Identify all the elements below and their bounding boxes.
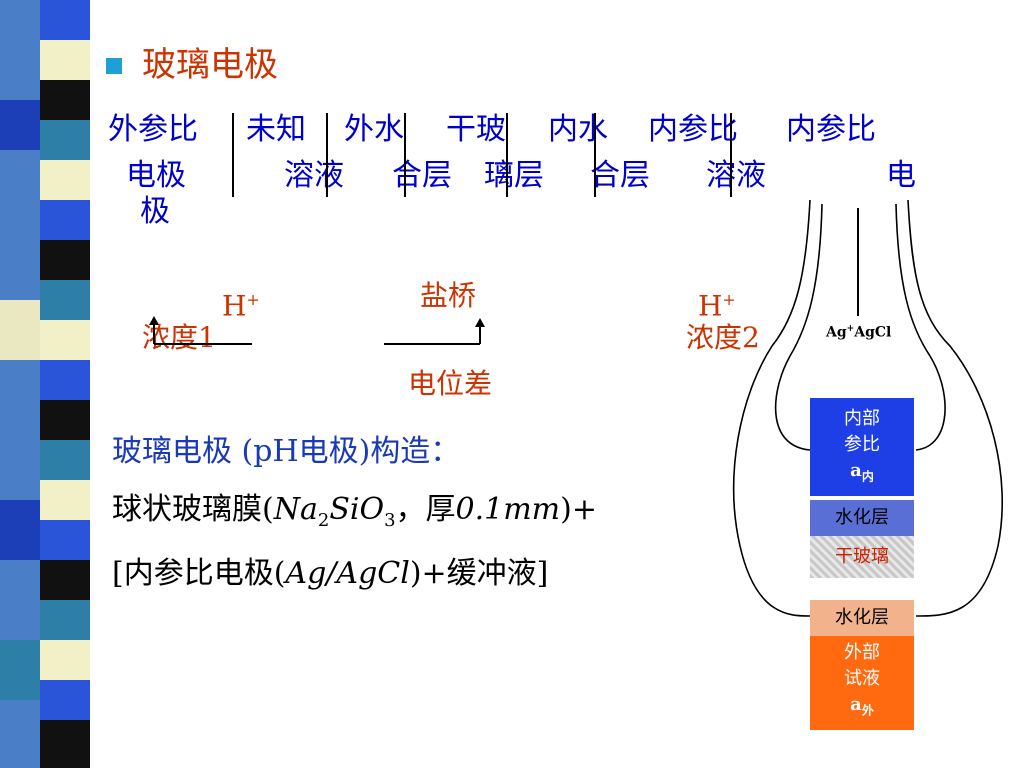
header-col3-line1: 外水 (344, 112, 404, 147)
column-divider (232, 113, 234, 197)
header-col3-line2: 合层 (392, 158, 452, 193)
title-bullet-icon (106, 58, 122, 74)
header-col6-line1: 内参比 (648, 112, 738, 147)
header-col1-line3: 极 (140, 194, 170, 229)
column-divider (594, 113, 596, 197)
header-col2-line2: 溶液 (284, 158, 344, 193)
inner-reference-solution-layer: 内部 参比 a内 (810, 398, 914, 496)
column-divider (730, 113, 732, 197)
header-col4-line1: 干玻 (446, 112, 506, 147)
header-col1-line2: 电极 (126, 158, 186, 193)
column-divider (404, 113, 406, 197)
header-col5-line2: 合层 (590, 158, 650, 193)
external-test-solution-layer: 外部 试液 a外 (810, 636, 914, 730)
column-divider (326, 113, 328, 197)
hydrated-layer-inner: 水化层 (810, 500, 914, 536)
column-divider (506, 113, 508, 197)
construction-heading: 玻璃电极 (pH电极)构造： (112, 434, 461, 469)
hydrated-layer-outer: 水化层 (810, 600, 914, 636)
potential-difference-label: 电位差 (408, 367, 493, 400)
h-ion-right: H+ (698, 289, 736, 323)
electrode-label: Ag+AgCl (826, 324, 892, 341)
h-ion-left: H+ (222, 289, 260, 323)
construction-line-2: 球状玻璃膜(Na2SiO3，厚0.1mm)+ (112, 492, 597, 531)
header-col6-line2: 溶液 (706, 158, 766, 193)
header-col7-line1: 内参比 (786, 112, 876, 147)
salt-bridge-arrows (149, 316, 485, 345)
dry-glass-layer: 干玻璃 (810, 536, 914, 578)
construction-line-3: [内参比电极(Ag/AgCl)+缓冲液] (112, 556, 549, 591)
glass-electrode-outline (732, 199, 1004, 617)
header-col7-line2: 电 (886, 158, 916, 193)
header-col1-line1: 外参比 (108, 112, 198, 147)
salt-bridge-label: 盐桥 (420, 279, 477, 312)
header-col4-line2: 璃层 (484, 158, 544, 193)
page-title: 玻璃电极 (142, 45, 278, 85)
concentration-right: 浓度2 (686, 321, 760, 354)
header-col2-line1: 未知 (246, 112, 306, 147)
header-col5-line1: 内水 (548, 112, 608, 147)
